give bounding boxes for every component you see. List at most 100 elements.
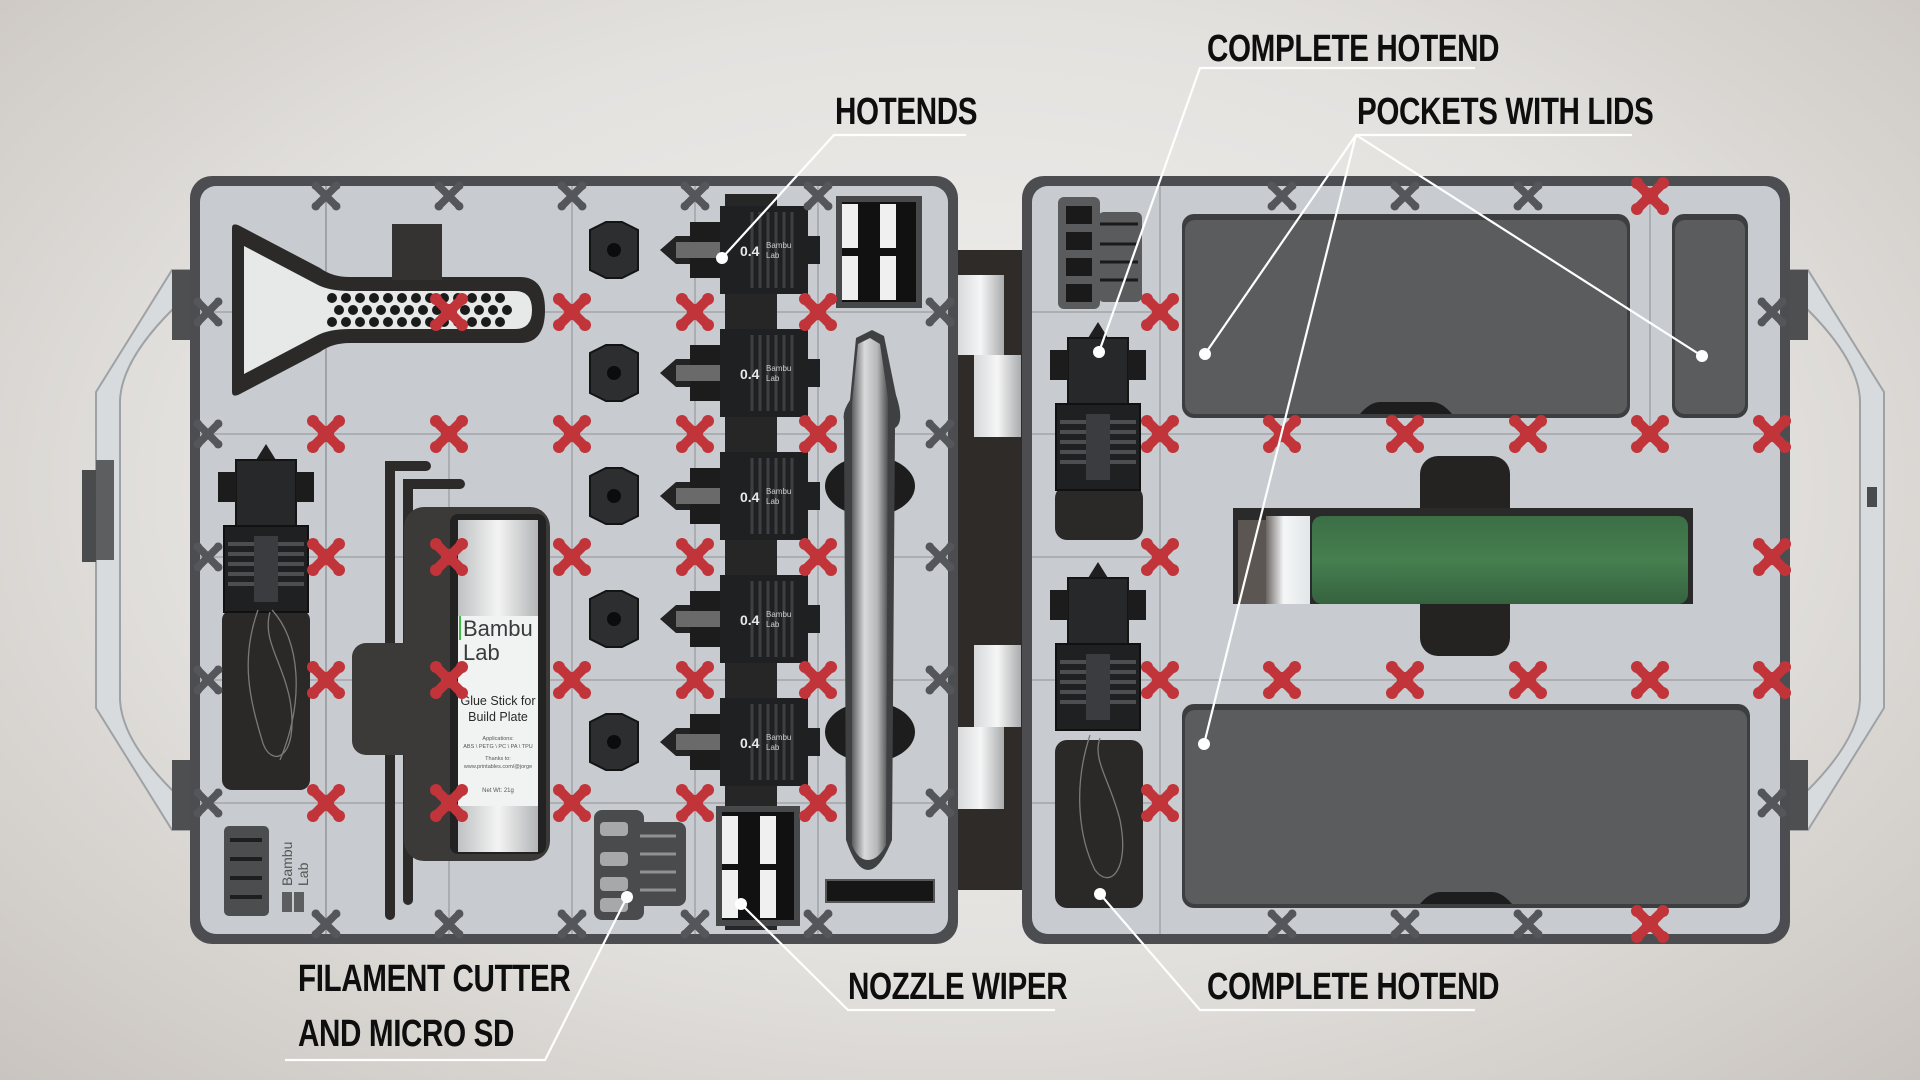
hex-hole bbox=[481, 317, 491, 327]
hex-hole bbox=[327, 293, 337, 303]
glue-brand-line2: Lab bbox=[463, 640, 500, 665]
glue-stick[interactable]: Bambu Lab Glue Stick for Build Plate App… bbox=[352, 507, 550, 861]
callout-filament-cutter-line1: FILAMENT CUTTER bbox=[298, 958, 571, 1000]
pocket-lid-large-bottom[interactable] bbox=[1182, 704, 1750, 908]
leader-dots bbox=[621, 252, 1708, 910]
heatsink-tab bbox=[806, 482, 820, 510]
case-logo-line1: Bambu bbox=[279, 842, 295, 886]
nozzle-brand-line1: Bambu bbox=[766, 241, 791, 250]
nozzle-brand-line1: Bambu bbox=[766, 610, 791, 619]
glue-thanks-label: Thanks to: bbox=[485, 756, 511, 762]
callout-hotends: HOTENDS bbox=[835, 91, 978, 133]
nozzle-brand-line2: Lab bbox=[766, 497, 780, 506]
bambu-lab-logo-icon bbox=[282, 892, 304, 912]
nozzle-brand-line2: Lab bbox=[766, 251, 780, 260]
heatsink bbox=[720, 206, 808, 294]
hex-hole bbox=[397, 317, 407, 327]
hex-hole bbox=[341, 293, 351, 303]
hex-hole bbox=[383, 293, 393, 303]
glue-brand-line1: Bambu bbox=[463, 616, 533, 641]
hex-hole bbox=[334, 305, 344, 315]
hex-hole bbox=[411, 293, 421, 303]
hex-hole bbox=[369, 293, 379, 303]
pocket-lid-large-top[interactable] bbox=[1182, 214, 1630, 418]
nozzle-brand-line2: Lab bbox=[766, 374, 780, 383]
cutter-blades-and-micro-sd[interactable] bbox=[594, 810, 686, 920]
silicone-socks-top[interactable] bbox=[836, 196, 922, 308]
hex-hole bbox=[481, 293, 491, 303]
nozzle-cap-hole bbox=[607, 735, 621, 749]
callout-filament-cutter-line2: AND MICRO SD bbox=[298, 1013, 514, 1055]
nozzle-shaft bbox=[676, 365, 726, 381]
nozzle-wiper-pads[interactable] bbox=[716, 806, 800, 926]
green-glue-stick[interactable] bbox=[1233, 456, 1693, 656]
hex-hole bbox=[376, 305, 386, 315]
hex-hole bbox=[355, 317, 365, 327]
leader-complete-hotend-top bbox=[1097, 66, 1475, 353]
nozzle-cap-hole bbox=[607, 489, 621, 503]
heatsink bbox=[720, 329, 808, 417]
leader-filament-cutter bbox=[285, 896, 628, 1062]
nozzle-brand-line1: Bambu bbox=[766, 733, 791, 742]
hex-hole bbox=[404, 305, 414, 315]
case-logo-line2: Lab bbox=[295, 862, 311, 886]
spare-connectors[interactable] bbox=[1058, 197, 1142, 309]
nozzle-size-label: 0.4 bbox=[740, 735, 760, 751]
heatsink-tab bbox=[806, 605, 820, 633]
nozzle-brand-line1: Bambu bbox=[766, 487, 791, 496]
case-vent-and-logo: Bambu Lab bbox=[224, 826, 311, 916]
hex-hole bbox=[418, 305, 428, 315]
center-hinge bbox=[950, 250, 1030, 890]
right-handle[interactable] bbox=[1787, 269, 1885, 831]
leader-nozzle-wiper bbox=[740, 903, 1055, 1012]
heatsink bbox=[720, 575, 808, 663]
glue-title-line2: Build Plate bbox=[468, 710, 528, 724]
hex-hole bbox=[488, 305, 498, 315]
filament-cutter-tool[interactable] bbox=[825, 330, 935, 903]
heatsink-tab bbox=[806, 236, 820, 264]
hex-hole bbox=[474, 305, 484, 315]
hex-hole bbox=[362, 305, 372, 315]
hex-hole bbox=[369, 317, 379, 327]
build-plate-scraper[interactable] bbox=[232, 224, 545, 396]
hex-hole bbox=[467, 317, 477, 327]
hex-hole bbox=[460, 305, 470, 315]
pocket-lid-small-top[interactable] bbox=[1672, 214, 1748, 418]
glue-title-line1: Glue Stick for bbox=[460, 694, 535, 708]
nozzle-brand-line2: Lab bbox=[766, 743, 780, 752]
hex-hole bbox=[383, 317, 393, 327]
nozzle-size-label: 0.4 bbox=[740, 366, 760, 382]
complete-hotend-top[interactable] bbox=[1048, 320, 1148, 540]
hex-hole bbox=[397, 293, 407, 303]
heatsink-tab bbox=[806, 728, 820, 756]
left-handle[interactable] bbox=[82, 269, 193, 831]
complete-hotend-left-case[interactable] bbox=[216, 442, 316, 790]
nozzle-size-label: 0.4 bbox=[740, 612, 760, 628]
nozzle-brand-line1: Bambu bbox=[766, 364, 791, 373]
hex-hole bbox=[495, 317, 505, 327]
leader-pockets-bottom bbox=[1202, 134, 1358, 745]
callout-complete-hotend-top: COMPLETE HOTEND bbox=[1207, 28, 1500, 70]
leader-lines bbox=[285, 66, 1703, 1062]
leader-pockets-right bbox=[1355, 134, 1703, 357]
hex-hole bbox=[411, 317, 421, 327]
nozzle-cap-hole bbox=[607, 612, 621, 626]
hex-hole bbox=[467, 293, 477, 303]
hex-hole bbox=[495, 293, 505, 303]
nozzle-shaft bbox=[676, 611, 726, 627]
nozzle-size-label: 0.4 bbox=[740, 243, 760, 259]
hex-hole bbox=[341, 317, 351, 327]
nozzle-shaft bbox=[676, 488, 726, 504]
complete-hotend-bottom[interactable] bbox=[1048, 560, 1148, 908]
callout-nozzle-wiper: NOZZLE WIPER bbox=[848, 966, 1068, 1008]
hex-hole bbox=[327, 317, 337, 327]
callout-pockets-with-lids: POCKETS WITH LIDS bbox=[1357, 91, 1654, 133]
nozzle-shaft bbox=[676, 734, 726, 750]
